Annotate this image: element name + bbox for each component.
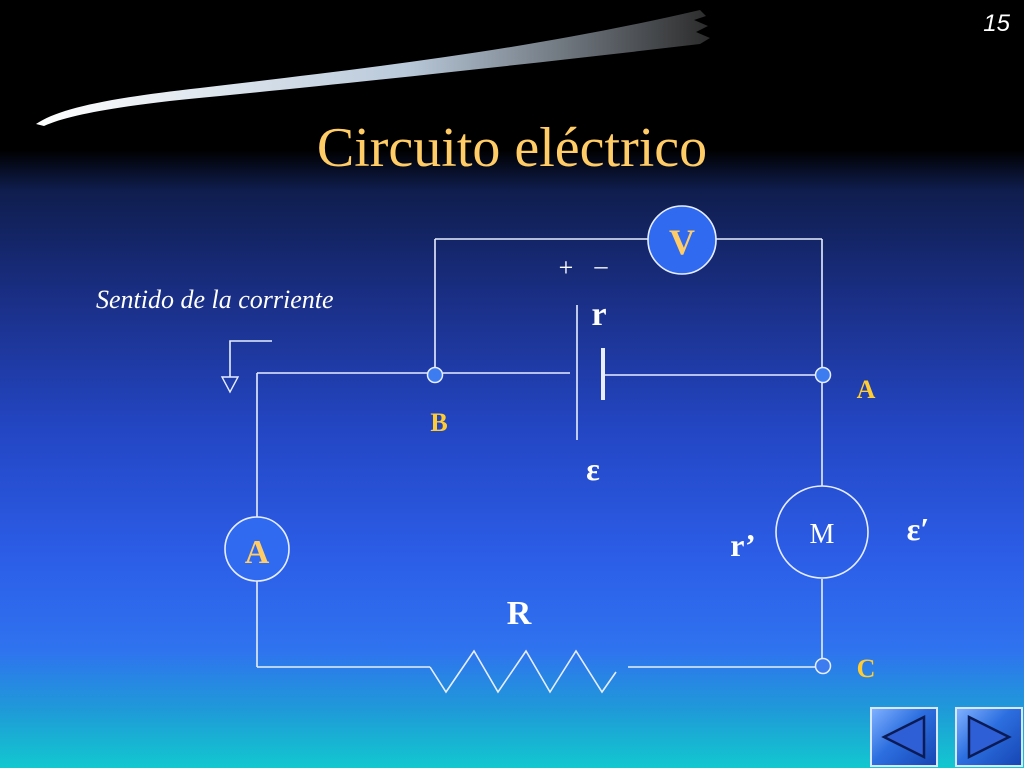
battery-emf-label: ε bbox=[586, 451, 600, 487]
node-a-label: A bbox=[857, 375, 876, 404]
voltmeter-label: V bbox=[669, 222, 695, 262]
battery-plus-sign: + bbox=[559, 253, 574, 282]
node-a bbox=[814, 366, 832, 384]
node-b-label: B bbox=[430, 408, 447, 437]
resistor-label: R bbox=[507, 595, 532, 632]
motor-emf-label: ε′ bbox=[907, 511, 930, 547]
previous-slide-button[interactable] bbox=[870, 707, 938, 767]
triangle-right-icon bbox=[967, 714, 1012, 760]
node-c bbox=[814, 657, 832, 675]
arrow-head-icon bbox=[220, 376, 240, 394]
triangle-left-icon bbox=[881, 714, 926, 760]
current-direction-arrow bbox=[229, 340, 272, 377]
motor-internal-resistance-label: r’ bbox=[730, 527, 755, 563]
ammeter-circle bbox=[224, 516, 290, 582]
voltmeter-circle bbox=[647, 205, 717, 275]
next-slide-button[interactable] bbox=[955, 707, 1023, 767]
page-number: 15 bbox=[983, 10, 1010, 37]
battery-internal-resistance-label: r bbox=[591, 296, 606, 333]
node-b bbox=[426, 366, 444, 384]
resistor bbox=[429, 649, 617, 694]
motor-circle bbox=[775, 485, 869, 579]
node-c-label: C bbox=[857, 654, 876, 683]
battery-minus-sign: – bbox=[594, 251, 609, 280]
slide-title: Circuito eléctrico bbox=[316, 117, 708, 179]
motor-label: M bbox=[810, 519, 835, 550]
current-direction-label: Sentido de la corriente bbox=[96, 285, 334, 314]
ammeter-label: A bbox=[245, 534, 270, 571]
